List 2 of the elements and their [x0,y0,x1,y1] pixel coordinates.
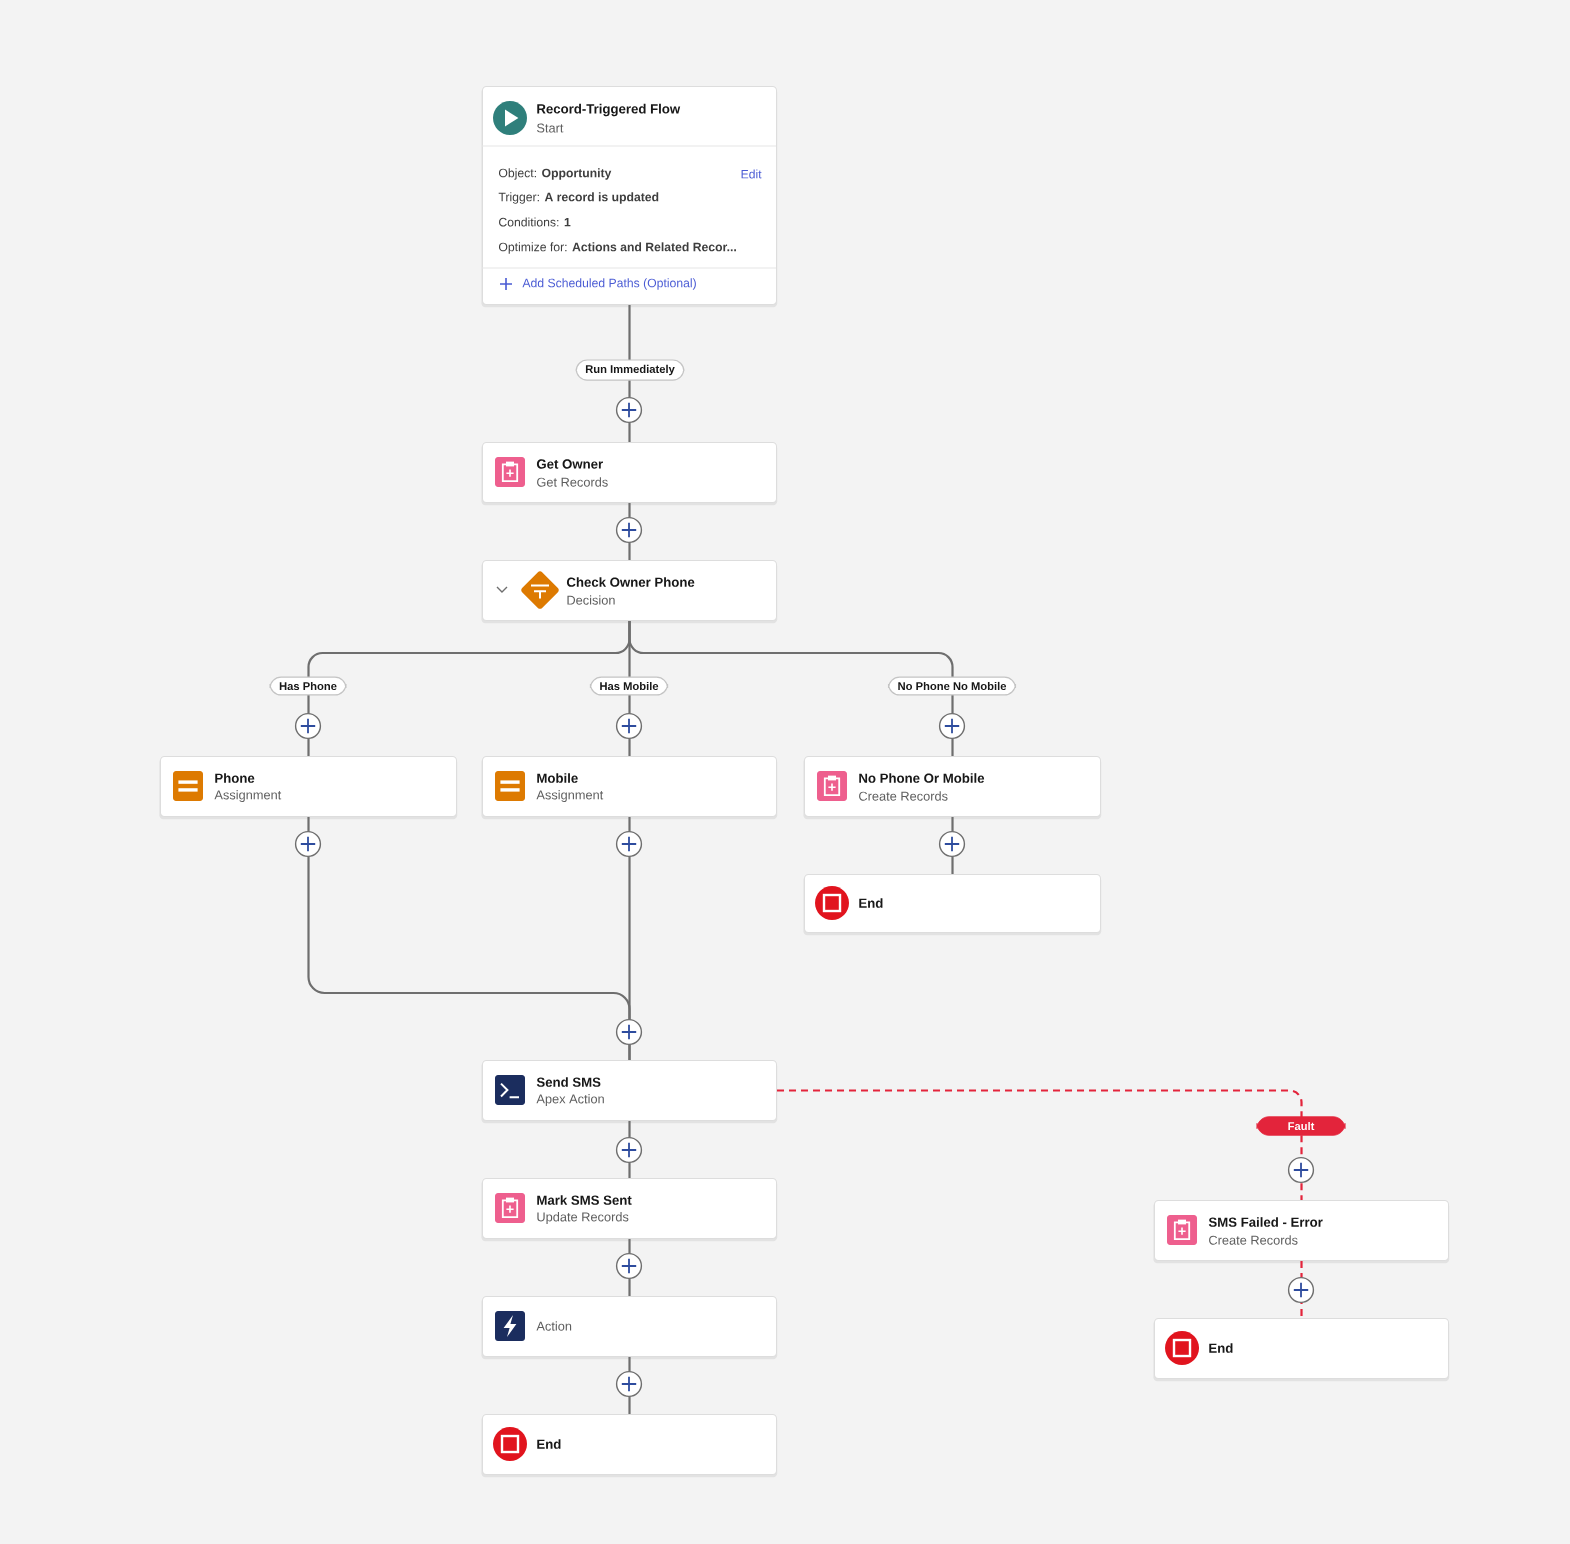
connector [777,1089,1303,1200]
connector [628,621,954,756]
